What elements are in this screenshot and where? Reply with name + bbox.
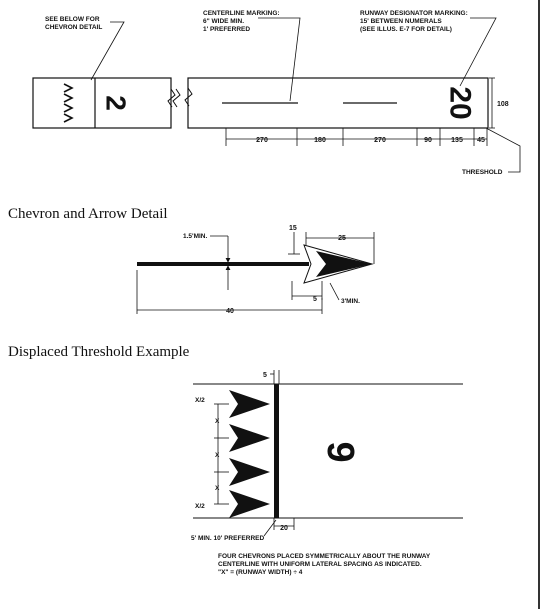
runway-left-end <box>32 77 172 129</box>
centerline-note-line-1: CENTERLINE MARKING: <box>203 10 280 17</box>
leader-designator-note <box>459 17 497 87</box>
leader-chevron-note <box>90 21 125 81</box>
dim-3min-label: 3'MIN. <box>341 298 360 305</box>
x-mark-1: X <box>215 418 220 425</box>
dim-label-5: 135 <box>451 137 463 144</box>
dim-label-4: 90 <box>424 137 432 144</box>
designator-note-line-2: 15' BETWEEN NUMERALS <box>360 18 442 25</box>
x-half-bottom-label: X/2 <box>195 503 205 510</box>
dim-5-label: 5 <box>313 296 317 303</box>
threshold-bar <box>274 384 279 518</box>
runway-designator-numeral: 20 <box>444 86 477 119</box>
displaced-threshold-labels: 5 X/2 X X X X/2 5' MIN. 10' PREFERRED 20… <box>191 372 431 576</box>
min-width-label: 1.5'MIN. <box>183 233 207 240</box>
note-line-3: "X" = (RUNWAY WIDTH) ÷ 4 <box>218 569 303 576</box>
dim-label-3: 270 <box>374 137 386 144</box>
chevron-detail-drawing <box>136 232 375 314</box>
break-symbol-main <box>184 87 193 107</box>
runway-numeral-left: 2 <box>101 95 132 111</box>
dim-25-label: 25 <box>338 235 346 242</box>
dim-label-1: 270 <box>256 137 268 144</box>
chevron-group-large <box>229 390 270 518</box>
break-symbol-left <box>167 88 181 108</box>
displaced-threshold-drawing <box>193 370 463 537</box>
x-mark-3: X <box>215 485 220 492</box>
leader-centerline-note <box>258 17 301 102</box>
centerline-note-line-2: 6" WIDE MIN. <box>203 18 244 25</box>
threshold-numeral: 9 <box>319 441 361 462</box>
designator-note-line-1: RUNWAY DESIGNATOR MARKING: <box>360 10 468 17</box>
dim-label-6: 45 <box>477 137 485 144</box>
arrow-chevron <box>316 251 372 277</box>
chevron-note-line-2: CHEVRON DETAIL <box>45 24 102 31</box>
dim-40-label: 40 <box>226 308 234 315</box>
chevron-group-small <box>63 83 74 123</box>
dimension-chain <box>225 128 488 146</box>
dim-20-label: 20 <box>280 525 288 532</box>
x-mark-2: X <box>215 452 220 459</box>
dim-5-top-label: 5 <box>263 372 267 379</box>
width-dim-label: 108 <box>497 101 509 108</box>
page-border-rule <box>538 0 540 609</box>
dim-label-2: 180 <box>314 137 326 144</box>
threshold-label: THRESHOLD <box>462 169 503 176</box>
note-line-1: FOUR CHEVRONS PLACED SYMMETRICALLY ABOUT… <box>218 553 431 560</box>
chevron-detail-labels: 1.5'MIN. 15 25 5 3'MIN. 40 <box>183 225 360 315</box>
runway-plan-notes: SEE BELOW FOR CHEVRON DETAIL CENTERLINE … <box>45 10 509 176</box>
centerline-note-line-3: 1' PREFERRED <box>203 26 250 33</box>
x-half-top-label: X/2 <box>195 397 205 404</box>
chevron-note-line-1: SEE BELOW FOR <box>45 16 100 23</box>
chevron-detail-heading: Chevron and Arrow Detail <box>8 206 168 222</box>
preferred-label: 5' MIN. 10' PREFERRED <box>191 535 264 542</box>
arrow-shaft <box>137 262 309 266</box>
leader-threshold <box>485 127 521 173</box>
dim-15-label: 15 <box>289 225 297 232</box>
displaced-threshold-heading: Displaced Threshold Example <box>8 344 190 360</box>
note-line-2: CENTERLINE WITH UNIFORM LATERAL SPACING … <box>218 561 422 568</box>
designator-note-line-3: (SEE ILLUS. E-7 FOR DETAIL) <box>360 26 452 33</box>
